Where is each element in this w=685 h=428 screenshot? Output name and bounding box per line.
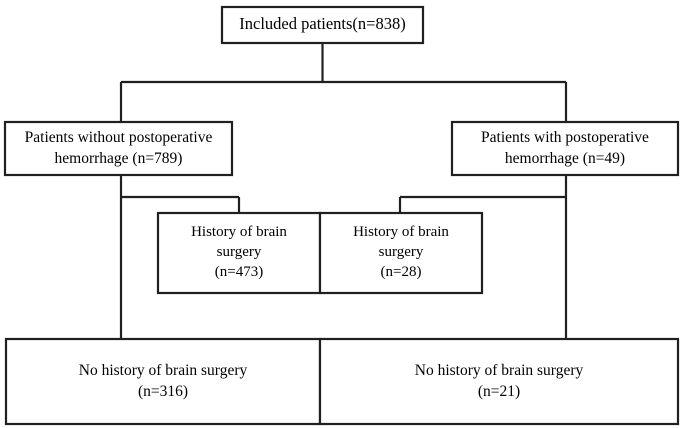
node-label-line: hemorrhage (n=789) xyxy=(55,149,183,166)
node-label-line: (n=28) xyxy=(381,264,422,280)
node-history-of-brain-surgery-no-hemorrhage-box xyxy=(156,211,322,295)
node-label-line: Included patients(n=838) xyxy=(239,14,405,33)
node-label-line: No history of brain surgery xyxy=(415,362,584,379)
node-no-history-of-brain-surgery-no-hemorrhage-box xyxy=(4,337,322,426)
node-patients-with-postoperative-hemorrhage: Patients with postoperative hemorrhage (n… xyxy=(450,120,680,177)
node-label-line: (n=316) xyxy=(138,382,188,399)
node-history-of-brain-surgery-no-hemorrhage-label: History of brain surgery (n=473) xyxy=(191,224,287,280)
node-included-patients-label: Included patients(n=838) xyxy=(239,14,405,33)
node-no-history-of-brain-surgery-with-hemorrhage: No history of brain surgery (n=21) xyxy=(318,337,680,426)
node-history-of-brain-surgery-no-hemorrhage: History of brain surgery (n=473) xyxy=(156,211,322,295)
node-label-line: (n=21) xyxy=(478,382,520,399)
node-included-patients-box xyxy=(220,5,425,45)
node-included-patients: Included patients(n=838) xyxy=(220,5,425,45)
node-label-line: (n=473) xyxy=(215,264,263,280)
node-patients-with-postoperative-hemorrhage-box xyxy=(450,120,680,177)
node-patients-without-postoperative-hemorrhage-box xyxy=(3,120,234,177)
node-label-line: Patients without postoperative xyxy=(25,129,213,146)
node-no-history-of-brain-surgery-with-hemorrhage-label: No history of brain surgery (n=21) xyxy=(415,362,584,400)
node-no-history-of-brain-surgery-no-hemorrhage-label: No history of brain surgery (n=316) xyxy=(79,362,248,400)
node-label-line: surgery xyxy=(217,244,262,260)
node-label-line: hemorrhage (n=49) xyxy=(505,149,625,166)
node-patients-with-postoperative-hemorrhage-label: Patients with postoperative hemorrhage (n… xyxy=(481,129,649,167)
node-label-line: surgery xyxy=(379,244,424,260)
connector-group xyxy=(119,43,568,339)
node-label-line: No history of brain surgery xyxy=(79,362,248,379)
node-no-history-of-brain-surgery-with-hemorrhage-box xyxy=(318,337,680,426)
node-label-line: History of brain xyxy=(191,224,287,240)
node-label-line: History of brain xyxy=(353,224,449,240)
node-patients-without-postoperative-hemorrhage-label: Patients without postoperative hemorrhage… xyxy=(25,129,213,167)
node-label-line: Patients with postoperative xyxy=(481,129,649,146)
node-patients-without-postoperative-hemorrhage: Patients without postoperative hemorrhage… xyxy=(3,120,234,177)
node-no-history-of-brain-surgery-no-hemorrhage: No history of brain surgery (n=316) xyxy=(4,337,322,426)
node-history-of-brain-surgery-with-hemorrhage-box xyxy=(318,211,484,295)
node-history-of-brain-surgery-with-hemorrhage-label: History of brain surgery (n=28) xyxy=(353,224,449,280)
node-history-of-brain-surgery-with-hemorrhage: History of brain surgery (n=28) xyxy=(318,211,484,295)
